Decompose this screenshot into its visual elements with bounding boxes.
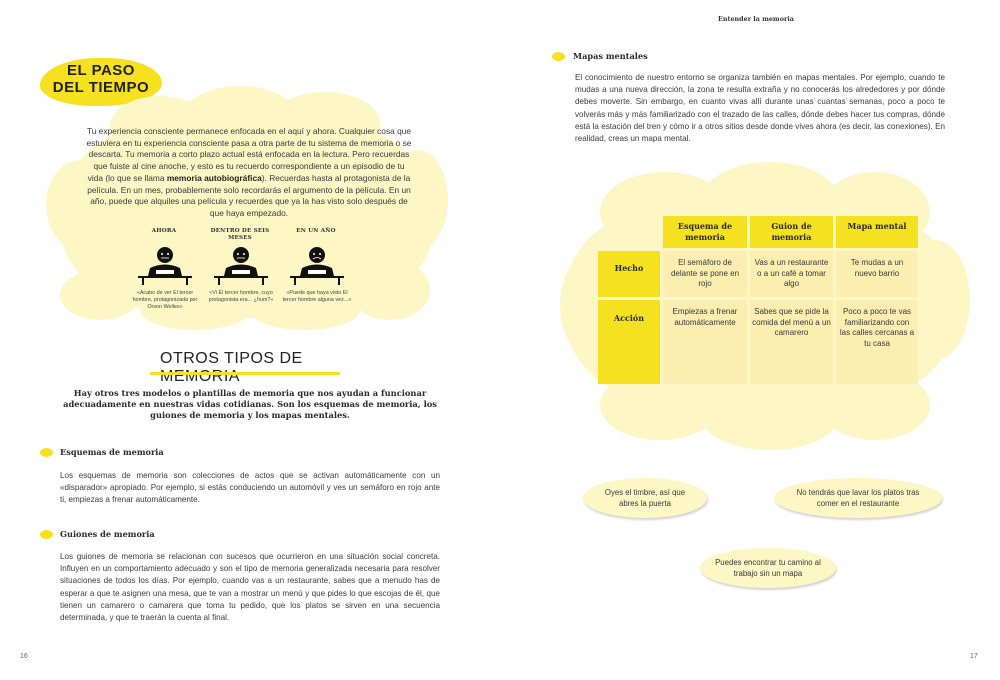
timeline-head-six-months: DENTRO DE SEIS MESES	[210, 228, 270, 241]
table-cell-bg	[663, 300, 747, 384]
page-number-right: 17	[970, 653, 978, 660]
row-label-cell	[598, 300, 660, 384]
cell-hecho-mapa: Te mudas a un nuevo barrio	[850, 258, 904, 278]
esquemas-heading: Esquemas de memoria	[60, 447, 164, 457]
person-at-desk-icon	[214, 247, 268, 285]
section-title: OTROS TIPOS DE MEMORIA	[160, 350, 303, 385]
table-header-cell	[663, 216, 747, 248]
column-head-esquema: Esquema de memoria	[677, 221, 733, 242]
title-line-1: EL PASO	[67, 62, 135, 79]
timeline-quote-one-year: «Puede que haya visto El tercer hombre a…	[282, 290, 352, 303]
row-label-accion: Acción	[613, 313, 645, 323]
bullet-dot-icon	[40, 530, 53, 539]
esquemas-paragraph: Los esquemas de memoria son colecciones …	[60, 471, 440, 505]
lead-paragraph: Hay otros tres modelos o plantillas de m…	[63, 388, 437, 420]
example-bubble-esquema: Oyes el timbre, así que abres la puerta	[583, 478, 707, 518]
mapas-heading: Mapas mentales	[573, 51, 648, 61]
cell-hecho-esquema: El semáforo de delante se pone en rojo	[670, 258, 740, 288]
cell-hecho-guion: Vas a un restaurante o a un café a tomar…	[754, 258, 829, 288]
table-header-cell	[836, 216, 918, 248]
cell-accion-guion: Sabes que se pide la comida del menú a u…	[752, 307, 831, 337]
intro-bold-term: memoria autobiográfica	[166, 172, 262, 183]
page-number-left: 16	[20, 653, 28, 660]
bullet-dot-icon	[40, 448, 53, 457]
table-cell-bg	[663, 251, 747, 297]
mapas-paragraph: El conocimiento de nuestro entorno se or…	[575, 73, 945, 144]
table-cell-bg	[750, 251, 833, 297]
cell-accion-esquema: Empiezas a frenar automáticamente	[672, 307, 738, 327]
guiones-paragraph: Los guiones de memoria se relacionan con…	[60, 552, 440, 623]
example-bubble-guion: No tendrás que lavar los platos tras com…	[774, 478, 942, 518]
example-bubble-mapa: Puedes encontrar tu camino al trabajo si…	[700, 548, 836, 588]
timeline-head-one-year: EN UN AÑO	[296, 228, 336, 234]
row-label-hecho: Hecho	[614, 263, 644, 273]
table-cell-bg	[750, 300, 833, 384]
guiones-heading: Guiones de memoria	[60, 529, 155, 539]
person-at-desk-icon	[138, 247, 192, 285]
sad-person-at-desk-icon	[290, 247, 344, 285]
running-head: Entender la memoria	[718, 15, 794, 23]
table-cell-bg	[836, 300, 918, 384]
table-cell-bg	[836, 251, 918, 297]
column-head-guion: Guion de memoria	[771, 221, 812, 242]
title-line-2: DEL TIEMPO	[52, 79, 150, 96]
timeline-quote-six-months: «Vi El tercer hombre, cuyo protagonista …	[208, 290, 274, 303]
title-badge-text: EL PASO DEL TIEMPO	[44, 62, 158, 96]
table-header-cell	[750, 216, 833, 248]
intro-paragraph: Tu experiencia consciente permanece enfo…	[86, 126, 412, 218]
timeline-quote-now: «Acabo de ver El tercer hombre, protagon…	[132, 290, 198, 310]
section-title-underline	[150, 372, 340, 375]
bullet-dot-icon	[552, 52, 565, 61]
row-label-cell	[598, 251, 660, 297]
column-head-mapa: Mapa mental	[847, 221, 907, 231]
timeline-head-now: AHORA	[151, 228, 177, 234]
cell-accion-mapa: Poco a poco te vas familiarizando con la…	[839, 307, 915, 348]
